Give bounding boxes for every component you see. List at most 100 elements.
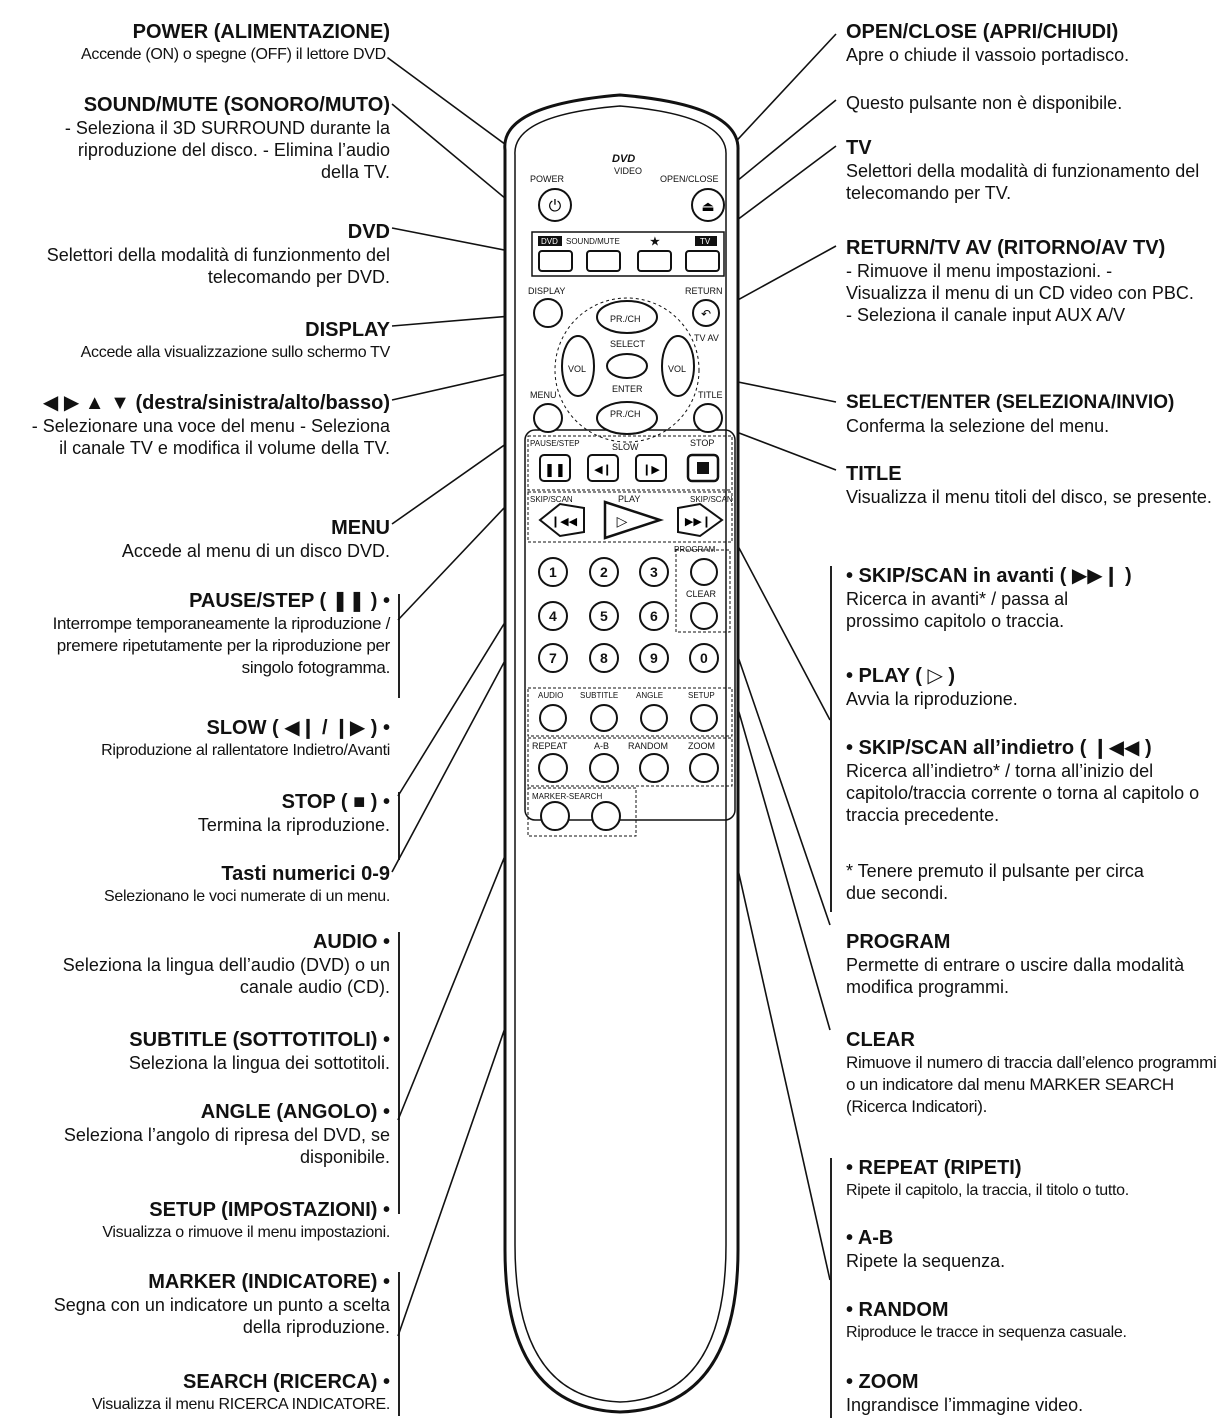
label-digits: Tasti numerici 0-9 Selezionano le voci n… bbox=[8, 862, 390, 908]
digit-3-button[interactable] bbox=[639, 557, 669, 587]
power-icon: ⏻ bbox=[549, 198, 562, 215]
setup-label: SETUP bbox=[688, 691, 715, 700]
dvd-logo-sub: VIDEO bbox=[614, 166, 642, 176]
digit-5-button[interactable] bbox=[589, 601, 619, 631]
sound-mute-label: SOUND/MUTE bbox=[566, 237, 620, 246]
label-star: Questo pulsante non è disponibile. bbox=[846, 92, 1222, 114]
label-title: ANGLE (ANGOLO) • bbox=[200, 1101, 390, 1123]
star-button[interactable] bbox=[637, 250, 672, 272]
play-button[interactable] bbox=[603, 500, 665, 540]
power-button[interactable] bbox=[538, 188, 572, 222]
label-stop: STOP ( ■ ) • Termina la riproduzione. bbox=[8, 790, 390, 836]
select-enter-button[interactable] bbox=[606, 353, 648, 379]
label-desc: Termina la riproduzione. bbox=[197, 815, 390, 835]
program-button[interactable] bbox=[690, 558, 718, 586]
digit-0-button[interactable] bbox=[689, 643, 719, 673]
sound-mute-button[interactable] bbox=[586, 250, 621, 272]
slow-back-button[interactable] bbox=[587, 454, 619, 482]
zoom-label: ZOOM bbox=[688, 741, 715, 751]
subtitle-button[interactable] bbox=[590, 704, 618, 732]
label-desc: Segna con un indicatore un punto a scelt… bbox=[53, 1295, 390, 1337]
skip-back-button[interactable] bbox=[538, 502, 585, 538]
random-label: RANDOM bbox=[628, 741, 668, 751]
search-button[interactable] bbox=[591, 801, 621, 831]
label-title: • PLAY ( ▷ ) bbox=[846, 665, 956, 687]
bracket-right-skip-play bbox=[830, 566, 832, 912]
label-angle: ANGLE (ANGOLO) • Seleziona l’angolo di r… bbox=[8, 1100, 390, 1168]
pr-ch-down-button[interactable] bbox=[596, 401, 658, 435]
pause-step-button[interactable] bbox=[539, 454, 571, 482]
label-sound-mute: SOUND/MUTE (SONORO/MUTO) - Seleziona il … bbox=[8, 93, 390, 183]
label-search: SEARCH (RICERCA) • Visualizza il menu RI… bbox=[8, 1370, 390, 1416]
zoom-button[interactable] bbox=[689, 753, 719, 783]
label-return: RETURN/TV AV (RITORNO/AV TV) - Rimuove i… bbox=[846, 236, 1222, 326]
bracket-right-repeat-zoom bbox=[830, 1158, 832, 1418]
label-title: • REPEAT (RIPETI) bbox=[846, 1157, 1022, 1179]
select-label: SELECT bbox=[610, 339, 646, 349]
digit-1-button[interactable] bbox=[538, 557, 568, 587]
label-desc: Selettori della modalità di funzionmento… bbox=[46, 245, 390, 287]
ab-button[interactable] bbox=[589, 753, 619, 783]
dvd-mode-label: DVD bbox=[541, 237, 558, 246]
digit-9-button[interactable] bbox=[639, 643, 669, 673]
vol-right-button[interactable] bbox=[661, 335, 695, 397]
stop-icon bbox=[697, 462, 709, 474]
label-select-enter: SELECT/ENTER (SELEZIONA/INVIO) Conferma … bbox=[846, 391, 1222, 437]
label-title: SEARCH (RICERCA) • bbox=[182, 1371, 390, 1393]
title-button[interactable] bbox=[693, 403, 723, 433]
label-desc: Avvia la riproduzione. bbox=[846, 689, 1018, 709]
label-pause-step: PAUSE/STEP ( ❚❚ ) • Interrompe temporane… bbox=[8, 589, 391, 679]
label-desc: Accede al menu di un disco DVD. bbox=[121, 541, 390, 561]
mode-row-frame bbox=[531, 231, 725, 277]
marker-button[interactable] bbox=[540, 801, 570, 831]
tv-button[interactable] bbox=[685, 250, 720, 272]
label-desc: Permette di entrare o uscire dalla modal… bbox=[846, 955, 1185, 997]
display-button[interactable] bbox=[533, 298, 563, 328]
label-ab: • A-B Ripete la sequenza. bbox=[846, 1226, 1222, 1272]
open-close-button[interactable] bbox=[691, 188, 725, 222]
digit-6-button[interactable] bbox=[639, 601, 669, 631]
label-title: DISPLAY bbox=[305, 319, 390, 341]
subtitle-label: SUBTITLE bbox=[580, 691, 618, 700]
angle-button[interactable] bbox=[640, 704, 668, 732]
skip-forward-button[interactable] bbox=[677, 502, 724, 538]
label-power: POWER (ALIMENTAZIONE) Accende (ON) o spe… bbox=[8, 20, 390, 66]
digit-label: 0 bbox=[700, 650, 708, 666]
slow-forward-button[interactable] bbox=[635, 454, 667, 482]
label-title: RETURN/TV AV (RITORNO/AV TV) bbox=[846, 237, 1166, 259]
slow-back-icon: ◀❙ bbox=[594, 464, 612, 476]
label-marker: MARKER (INDICATORE) • Segna con un indic… bbox=[8, 1270, 390, 1338]
digit-4-button[interactable] bbox=[538, 601, 568, 631]
pause-step-label: PAUSE/STEP bbox=[530, 439, 580, 448]
repeat-button[interactable] bbox=[538, 753, 568, 783]
label-desc: - Rimuove il menu impostazioni. - Visual… bbox=[846, 261, 1194, 325]
label-desc: Accende (ON) o spegne (OFF) il lettore D… bbox=[81, 46, 390, 63]
return-icon: ↶ bbox=[701, 307, 711, 321]
label-desc: Selezionano le voci numerate di un menu. bbox=[104, 888, 390, 905]
setup-button[interactable] bbox=[690, 704, 718, 732]
label-skip-backward: • SKIP/SCAN all’indietro ( ❙◀◀ ) Ricerca… bbox=[846, 736, 1222, 826]
menu-button[interactable] bbox=[533, 403, 563, 433]
menu-label: MENU bbox=[530, 390, 557, 400]
tv-badge bbox=[695, 236, 717, 246]
clear-button[interactable] bbox=[690, 602, 718, 630]
digit-8-button[interactable] bbox=[589, 643, 619, 673]
label-title: SLOW ( ◀❙ / ❙▶ ) • bbox=[206, 717, 391, 739]
vol-left-button[interactable] bbox=[561, 335, 595, 397]
power-label: POWER bbox=[530, 174, 565, 184]
label-desc: Seleziona la lingua dei sottotitoli. bbox=[128, 1053, 390, 1073]
random-button[interactable] bbox=[639, 753, 669, 783]
skip-fwd-label: SKIP/SCAN bbox=[690, 495, 733, 504]
pr-ch-up-button[interactable] bbox=[596, 300, 658, 334]
vol-right-label: VOL bbox=[668, 364, 686, 374]
dvd-button[interactable] bbox=[538, 250, 573, 272]
digit-label: 9 bbox=[650, 650, 658, 666]
star-label: ★ bbox=[650, 236, 660, 248]
label-title: STOP ( ■ ) • bbox=[281, 791, 390, 813]
digit-2-button[interactable] bbox=[589, 557, 619, 587]
pr-ch-up-label: PR./CH bbox=[610, 314, 641, 324]
vol-left-label: VOL bbox=[568, 364, 586, 374]
audio-button[interactable] bbox=[539, 704, 567, 732]
return-button[interactable] bbox=[692, 299, 720, 327]
digit-7-button[interactable] bbox=[538, 643, 568, 673]
